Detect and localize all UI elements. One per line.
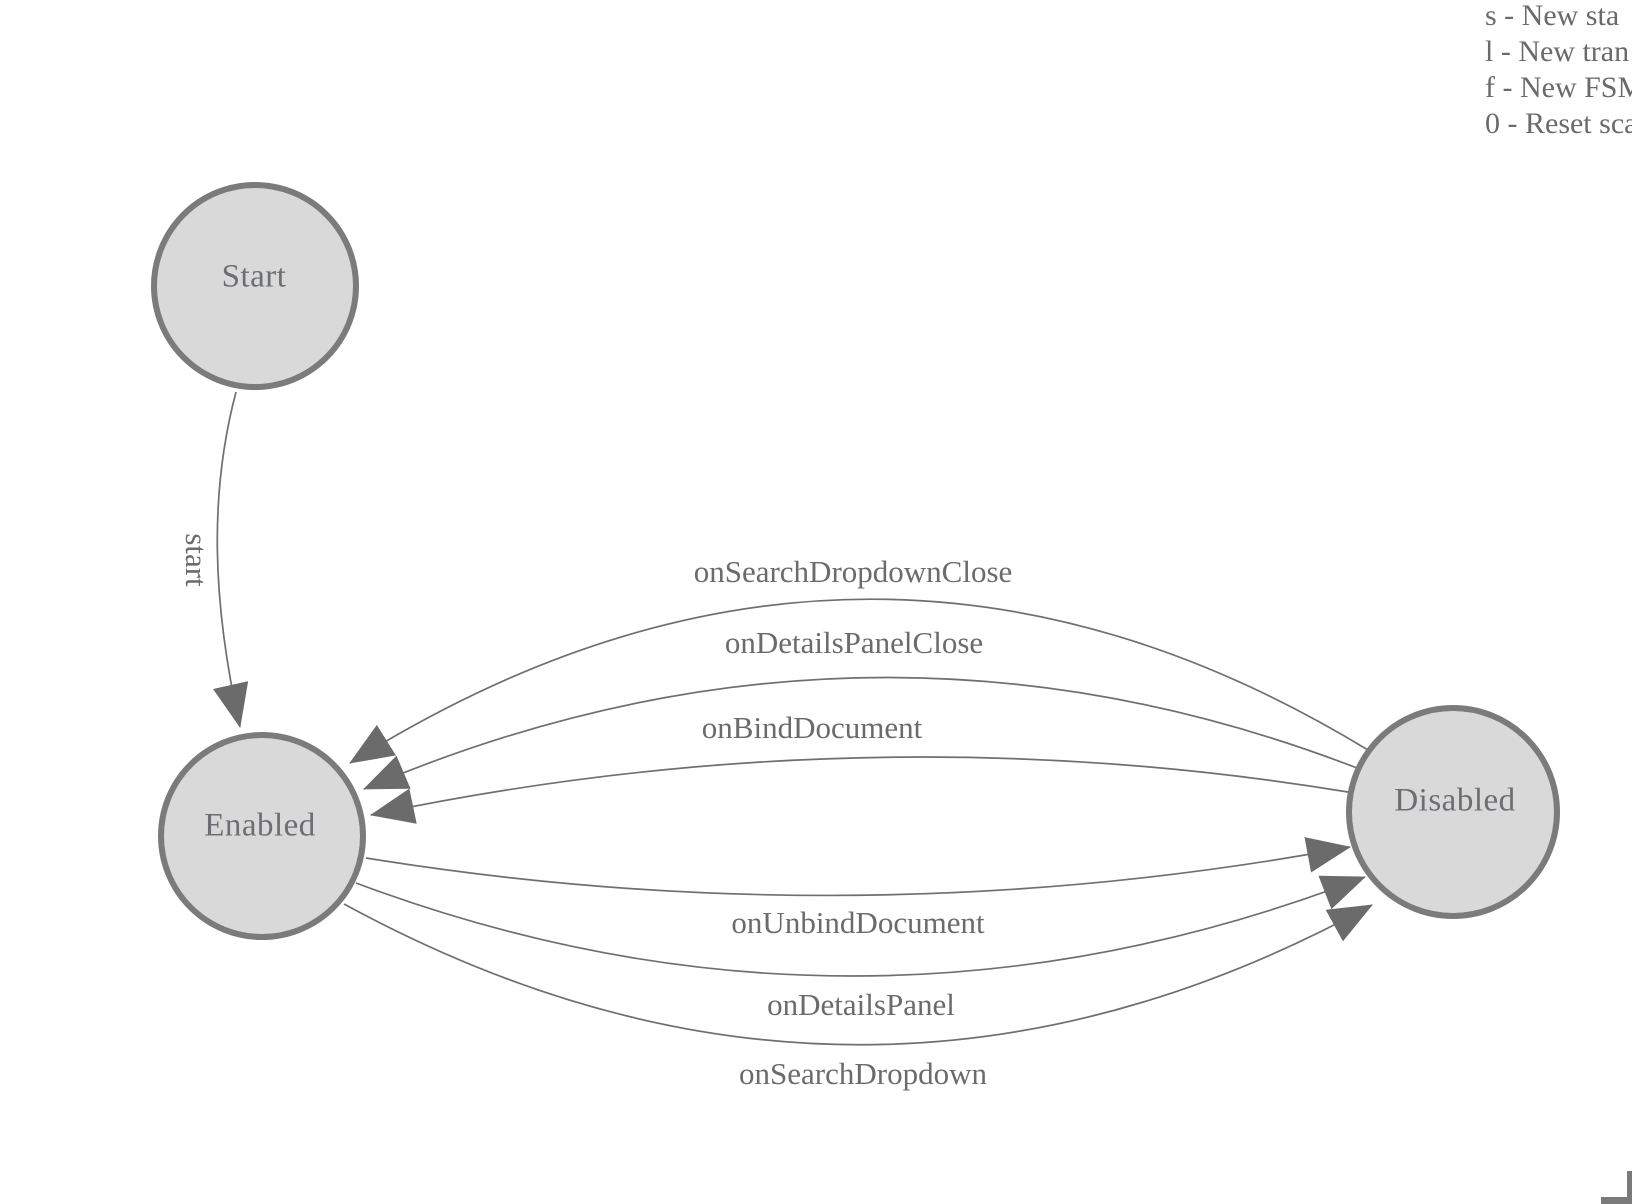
legend-line-new-state: s - New sta: [1485, 0, 1620, 32]
shortcut-legend: s - New sta l - New tran f - New FSM 0 -…: [1485, 0, 1632, 142]
legend-line-new-fsm: f - New FSM: [1485, 71, 1632, 104]
corner-frame-fragment-horizontal: [1601, 1197, 1632, 1204]
corner-frame-fragment-vertical: [1627, 1171, 1632, 1204]
edge-label-onbinddocument: onBindDocument: [701, 710, 923, 745]
edge-onsearchdropdownclose[interactable]: [349, 598, 1369, 764]
edge-ondetailspanelclose[interactable]: [363, 676, 1358, 790]
state-label-enabled: Enabled: [204, 807, 316, 844]
edge-label-ondetailspanel: onDetailsPanel: [767, 987, 955, 1022]
edge-label-ondetailspanelclose: onDetailsPanelClose: [724, 625, 984, 660]
edge-onsearchdropdown[interactable]: [343, 903, 1373, 1046]
legend-line-reset-scale: 0 - Reset sca: [1485, 107, 1632, 140]
edge-ondetailspanel[interactable]: [355, 875, 1366, 977]
edge-label-onsearchdropdown: onSearchDropdown: [739, 1056, 987, 1091]
legend-line-new-transition: l - New tran: [1485, 35, 1630, 68]
edge-start-to-enabled[interactable]: [213, 391, 249, 728]
state-node-enabled[interactable]: [158, 732, 366, 940]
state-label-disabled: Disabled: [1394, 782, 1516, 819]
edge-label-onunbinddocument: onUnbindDocument: [731, 905, 985, 940]
edge-label-onsearchdropdownclose: onSearchDropdownClose: [693, 554, 1013, 589]
edge-label-start: start: [179, 533, 214, 587]
edge-onunbinddocument[interactable]: [365, 837, 1351, 897]
state-node-start[interactable]: [151, 182, 359, 390]
state-label-start: Start: [221, 258, 287, 295]
state-node-disabled[interactable]: [1346, 705, 1560, 919]
edge-onbinddocument[interactable]: [370, 756, 1349, 824]
